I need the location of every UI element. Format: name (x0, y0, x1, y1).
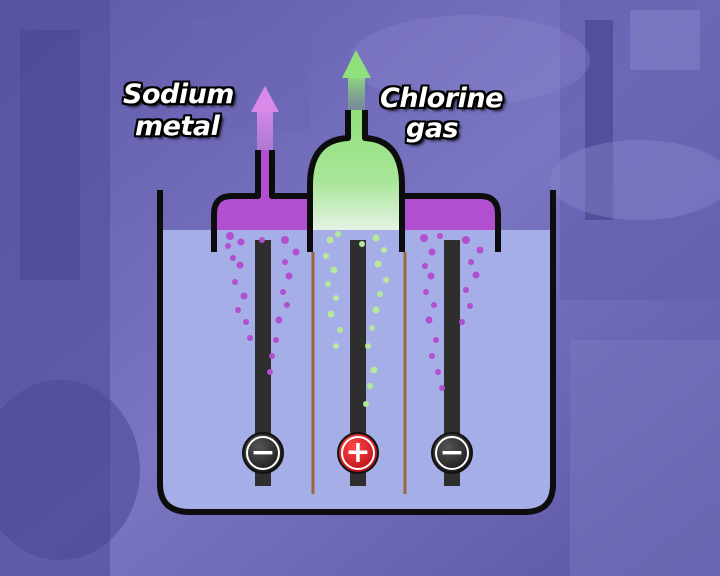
cathode-right (444, 240, 460, 486)
cell-outline (157, 110, 556, 515)
cathode-left-badge (242, 432, 284, 474)
chlorine-label-line1: Chlorine (380, 83, 503, 114)
sodium-label-line2: metal (135, 111, 220, 142)
chlorine-label-line2: gas (406, 113, 459, 144)
sodium-bubbles-right (420, 233, 484, 391)
cathode-left-sign: − (250, 435, 276, 470)
anode-badge (337, 432, 379, 474)
cathode-left (255, 240, 271, 486)
chlorine-collector (310, 110, 402, 230)
cathode-right-badge (431, 432, 473, 474)
chlorine-arrow (342, 50, 371, 114)
sodium-label-line1: Sodium (123, 79, 234, 110)
sodium-collector (214, 150, 310, 230)
anode-center (350, 240, 366, 486)
anode-sign: + (345, 435, 371, 470)
cathode-right-sign: − (439, 435, 465, 470)
sodium-bubbles-left (225, 232, 300, 375)
chlorine-bubbles (323, 231, 389, 407)
